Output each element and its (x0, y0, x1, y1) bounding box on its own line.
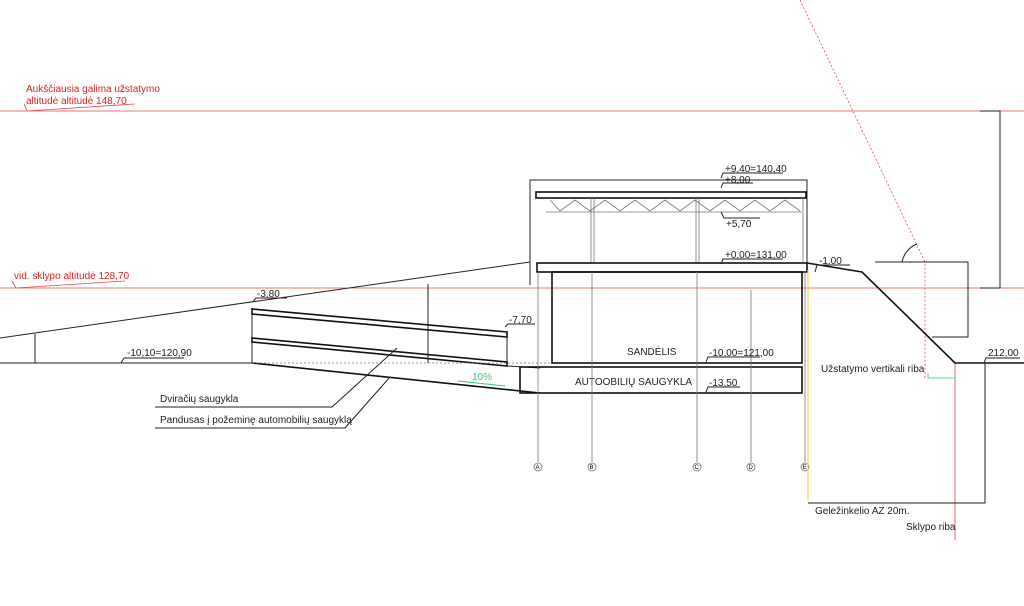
vertical-limit-label: Užstatymo vertikali riba (821, 364, 925, 375)
site-boundary-label: Sklypo riba (906, 522, 956, 533)
level-ramp-top: -3,80 (257, 289, 280, 300)
rail-zone-dimension (808, 363, 986, 504)
avg-site-label: vid. sklypo altitudė 128,70 (14, 271, 130, 282)
bike-storage-label: Dviračių saugykla (160, 394, 239, 405)
building-outline (529, 179, 808, 285)
slope-arrow (457, 380, 506, 387)
axis-b: B (590, 465, 594, 471)
level-ground-left: -10,10=120,90 (127, 348, 192, 359)
axis-c: C (695, 465, 700, 471)
rail-zone-label: Geležinkelio AZ 20m. (815, 506, 910, 517)
offset-dimension (927, 373, 956, 379)
height-dimension (980, 110, 1001, 289)
parking-room (519, 366, 803, 394)
ramp-upper-slab (251, 308, 508, 338)
ramp-leader (155, 376, 391, 429)
level-right-step: -1,00 (819, 256, 842, 267)
slope-line (0, 261, 531, 339)
level-ramp-end: -7,70 (509, 315, 532, 326)
grid-axes (533, 272, 810, 472)
level-right-ground: 212,00 (988, 348, 1019, 359)
storage-label: SANDĖLIS (627, 345, 677, 358)
max-height-leader (23, 103, 136, 112)
bike-leader (155, 347, 398, 408)
axis-e: E (803, 465, 807, 471)
avg-site-leader (11, 280, 126, 289)
max-height-label-1: Aukščiausia galima užstatymo (26, 84, 160, 95)
ramp-label: Pandusas į požeminę automobilių saugyklą (160, 415, 352, 426)
axis-a: A (536, 465, 540, 471)
max-height-label-2: altitudė altitudė 148,70 (26, 96, 127, 107)
level-truss-bottom: +5,70 (726, 219, 752, 230)
parking-label: AUTOOBILIŲ SAUGYKLA (575, 377, 692, 388)
ramp-lower-slab (251, 337, 508, 367)
level-ground-floor: +0,00=131,00 (725, 250, 787, 261)
dimension-box (875, 261, 969, 338)
angle-arc (901, 243, 918, 263)
ramp-floor (251, 362, 541, 394)
slope-label: 10% (472, 372, 492, 383)
axis-d: D (749, 465, 754, 471)
roof-truss (549, 199, 801, 212)
level-storage-floor: -10,00=121,00 (709, 348, 774, 359)
right-terrain (806, 262, 1024, 364)
level-leaders (120, 172, 1020, 393)
level-roof: +8,00 (725, 175, 751, 186)
level-roof-top: +9,40=140,40 (725, 164, 787, 175)
ground-floor-slab (536, 262, 808, 273)
angle-limit-line (799, 0, 926, 378)
storage-room (551, 271, 803, 364)
roof-slab (535, 191, 807, 199)
level-parking-floor: -13,50 (709, 378, 738, 389)
